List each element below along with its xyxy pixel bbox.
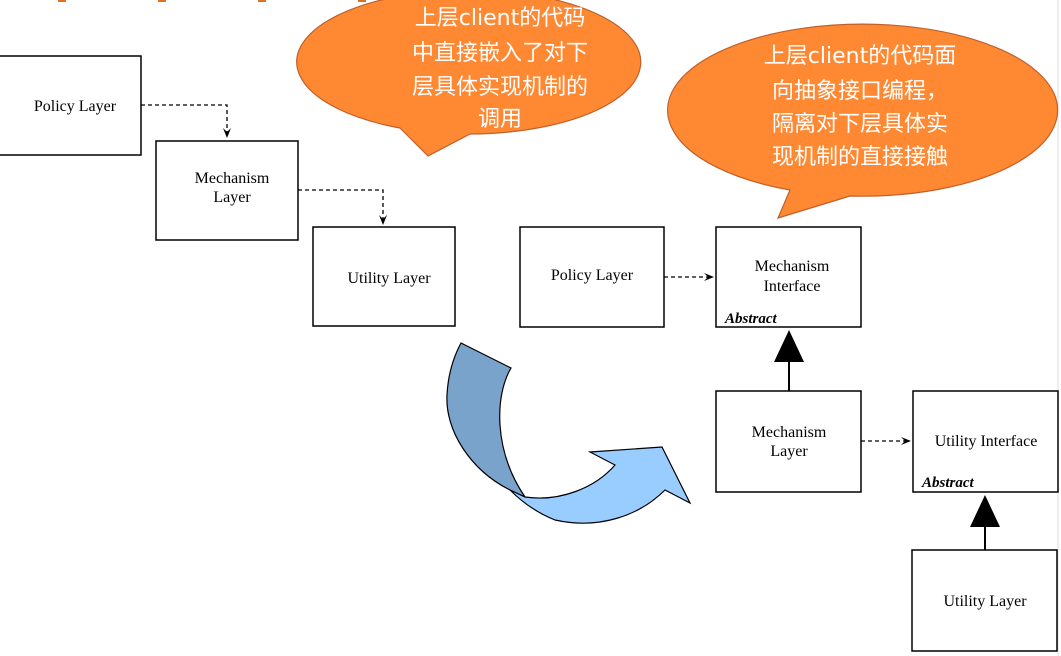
bubble-left-line: 中直接嵌入了对下 [412, 41, 588, 66]
mechanism-layer-label: Layer [213, 189, 251, 206]
policy-layer-box-2 [519, 226, 665, 328]
utility-layer-box-2 [911, 549, 1058, 652]
speech-bubble-right: 上层client的代码面 向抽象接口编程， 隔离对下层具体实 现机制的直接接触 [666, 23, 1059, 219]
utility-layer-label: Utility Layer [347, 270, 431, 287]
abstract-tag: Abstract [724, 311, 778, 327]
top-orange-marks [58, 0, 366, 2]
bubble-left-line: 层具体实现机制的 [412, 75, 588, 100]
dependency-arrow [298, 189, 387, 225]
policy-layer-label: Policy Layer [551, 267, 634, 284]
curved-arrow-icon [446, 342, 692, 524]
speech-bubble-left: 上层client的代码 中直接嵌入了对下 层具体实现机制的 调用 [296, 0, 642, 157]
mechanism-interface-label: Mechanism [755, 258, 830, 275]
dependency-arrow [141, 104, 231, 138]
mechanism-layer-label: Mechanism [195, 170, 270, 187]
bubble-right-line: 隔离对下层具体实 [772, 112, 948, 137]
bubble-left-line: 上层client的代码 [415, 6, 585, 31]
bubble-right-line: 向抽象接口编程， [772, 79, 948, 104]
inheritance-triangle-icon [970, 495, 1000, 527]
mechanism-layer-box [155, 140, 299, 241]
mechanism-layer-box-2 [715, 390, 862, 493]
inheritance-triangle-icon [774, 330, 804, 362]
mechanism-interface-box [715, 226, 862, 328]
utility-interface-label: Utility Interface [935, 433, 1038, 450]
policy-layer-box [0, 55, 142, 156]
abstract-tag: Abstract [921, 475, 975, 491]
utility-layer-label: Utility Layer [943, 593, 1027, 610]
mechanism-layer-label: Layer [770, 443, 808, 460]
policy-layer-label: Policy Layer [34, 98, 117, 115]
utility-interface-box [912, 390, 1059, 493]
bubble-right-line: 上层client的代码面 [764, 44, 956, 69]
mechanism-layer-label: Mechanism [752, 424, 827, 441]
utility-layer-box [312, 226, 456, 327]
mechanism-interface-label: Interface [764, 278, 821, 295]
bubble-left-line: 调用 [478, 107, 522, 132]
bubble-right-line: 现机制的直接接触 [772, 145, 948, 170]
